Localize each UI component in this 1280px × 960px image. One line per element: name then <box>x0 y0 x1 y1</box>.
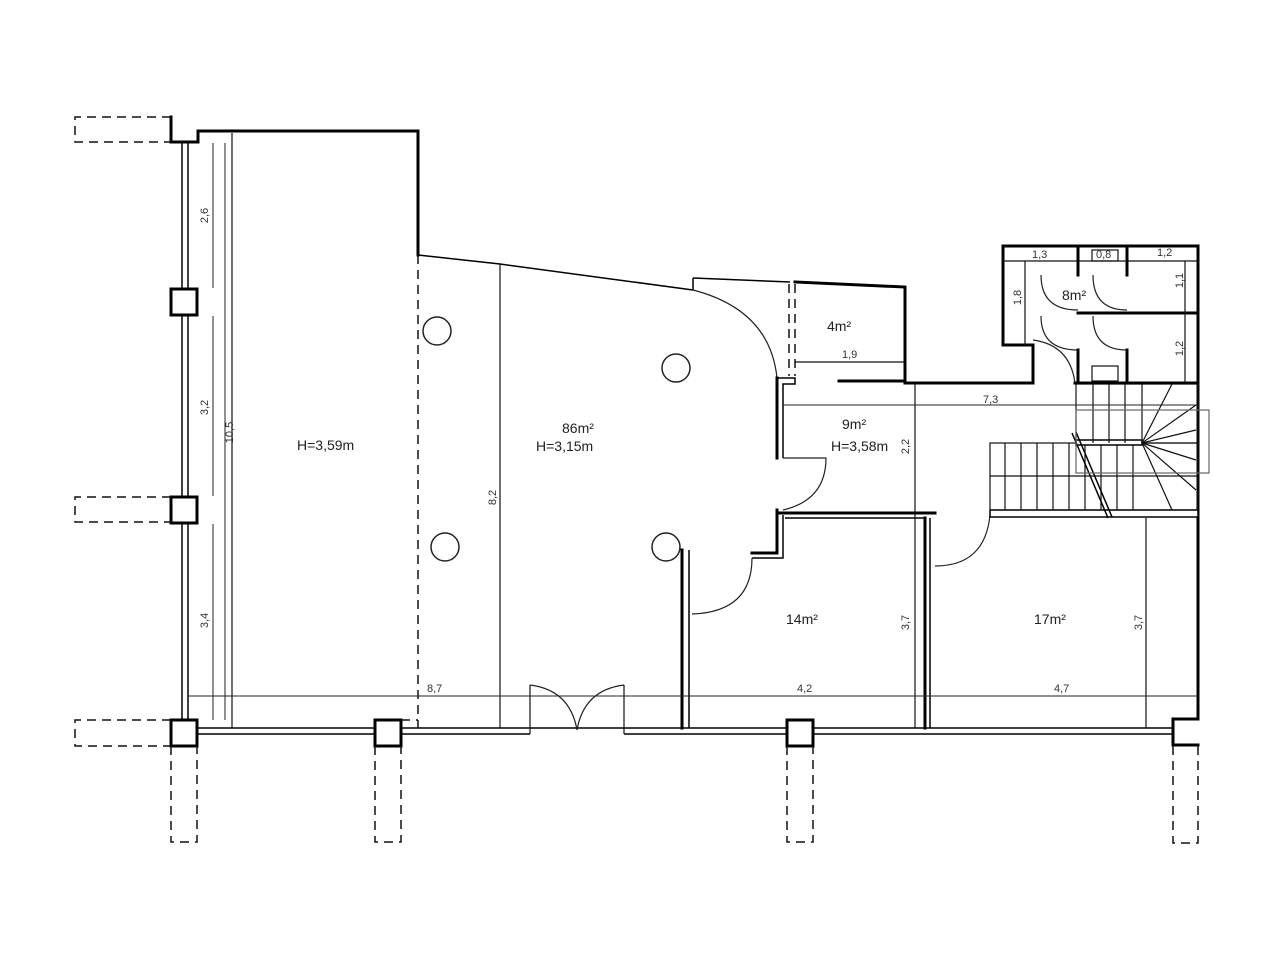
sales-room-area: 86m² <box>562 420 594 436</box>
dim-label: 3,4 <box>199 612 212 629</box>
dim-label: 1,8 <box>1012 289 1025 306</box>
corridor-area: 9m² <box>842 416 867 432</box>
dim-label: 1,1 <box>1174 272 1187 289</box>
dim-label: 3,2 <box>199 399 212 416</box>
dim-label: 1,9 <box>842 349 858 361</box>
wc-block <box>1003 244 1200 385</box>
office-2-area: 17m² <box>1034 611 1066 627</box>
dim-label: 1,2 <box>1174 340 1187 357</box>
corridor-height: H=3,58m <box>831 438 889 454</box>
dim-label: 4,2 <box>797 683 813 695</box>
wc-area: 8m² <box>1062 287 1087 303</box>
dim-label: 1,2 <box>1157 247 1173 259</box>
left-facade <box>181 133 1173 735</box>
dim-label: 1,3 <box>1032 249 1048 261</box>
dim-label: 0,8 <box>1096 249 1112 261</box>
column <box>169 495 199 525</box>
dim-label: 3,7 <box>900 614 913 631</box>
dim-label: 2,6 <box>199 207 212 224</box>
round-pillars <box>422 316 691 562</box>
sales-room-height: H=3,15m <box>536 438 594 454</box>
dim-label: 4,7 <box>1054 683 1070 695</box>
dim-label: 8,2 <box>487 489 500 506</box>
dashed-outlines <box>74 116 1199 844</box>
dim-label: 7,3 <box>983 394 999 406</box>
column <box>785 718 815 748</box>
dim-label: 8,7 <box>427 683 443 695</box>
staircase <box>989 383 1210 519</box>
office-1-area: 14m² <box>786 611 818 627</box>
dim-label: 2,2 <box>900 438 913 455</box>
columns <box>169 287 815 748</box>
exterior-walls <box>169 115 1200 747</box>
dim-label: 10,5 <box>224 421 237 444</box>
main-hall-height: H=3,59m <box>297 437 355 453</box>
dimension-lines <box>188 143 1198 720</box>
entrance-door <box>529 684 625 734</box>
column <box>169 287 199 317</box>
column <box>169 718 199 748</box>
dim-label: 3,7 <box>1133 614 1146 631</box>
storage-area: 4m² <box>827 318 852 334</box>
column <box>373 718 403 748</box>
